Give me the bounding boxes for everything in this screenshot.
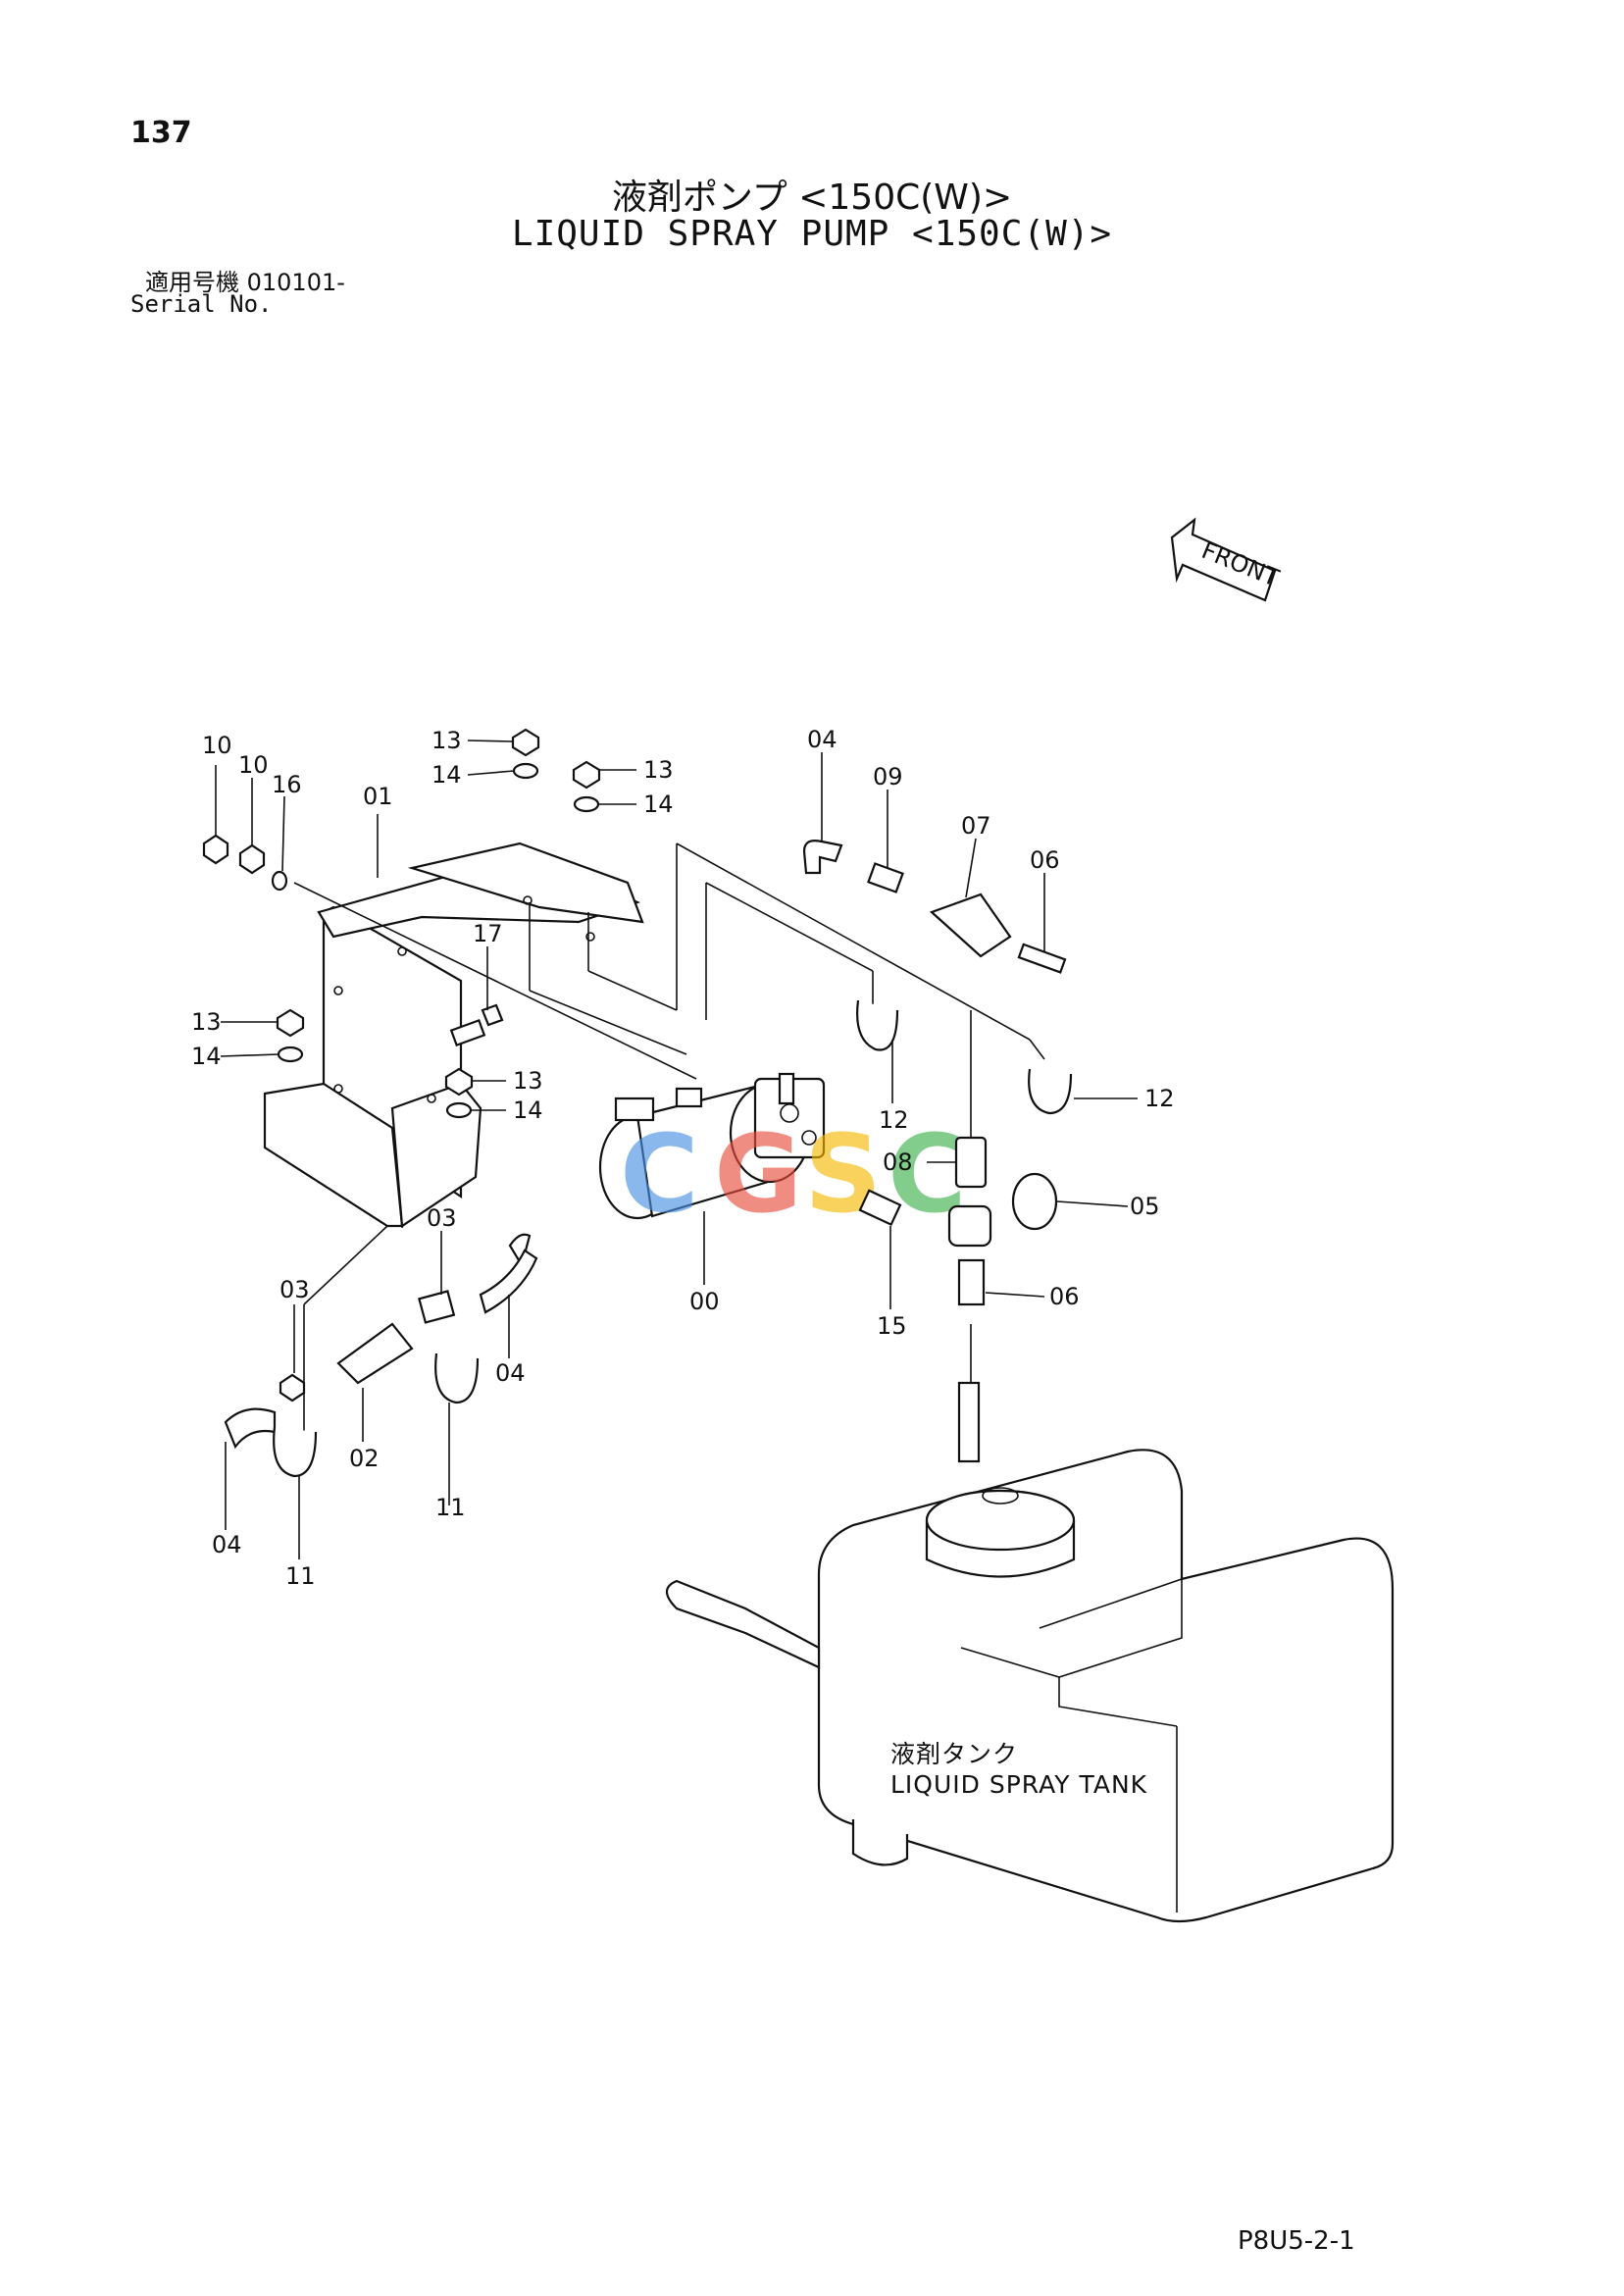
front-arrow-icon: FRONT <box>1170 517 1283 602</box>
watermark-logo: C G S C <box>620 1111 967 1237</box>
part-label-16: 16 <box>272 771 302 798</box>
page-number: 137 <box>130 116 192 150</box>
part-label-13: 13 <box>643 756 674 784</box>
part-label-11: 11 <box>435 1494 466 1521</box>
part-label-01: 01 <box>363 783 393 810</box>
serial-number-label-jp: 適用号機 010101- <box>145 269 345 296</box>
part-label-02: 02 <box>349 1445 380 1472</box>
part-label-09: 09 <box>873 763 903 791</box>
footer-code: P8U5-2-1 <box>1238 2226 1355 2256</box>
part-label-08: 08 <box>883 1148 913 1176</box>
part-label-12: 12 <box>879 1106 909 1134</box>
part-label-05: 05 <box>1130 1193 1160 1220</box>
part-label-04: 04 <box>495 1359 526 1387</box>
part-label-00: 00 <box>689 1288 720 1315</box>
title-english: LIQUID SPRAY PUMP <150C(W)> <box>511 214 1113 254</box>
svg-text:C: C <box>620 1111 699 1237</box>
part-label-12: 12 <box>1144 1085 1175 1112</box>
serial-number-label-en: Serial No. <box>130 290 273 318</box>
pump-motor <box>598 1072 826 1220</box>
liquid-spray-tank: 液剤タンク LIQUID SPRAY TANK <box>665 1381 1395 1923</box>
part-label-10: 10 <box>202 732 232 759</box>
part-label-13: 13 <box>191 1008 222 1036</box>
tank-label-en: LIQUID SPRAY TANK <box>890 1770 1147 1799</box>
hardware-parts <box>202 728 1073 1478</box>
svg-text:G: G <box>714 1111 802 1237</box>
mounting-bracket <box>263 842 1031 1229</box>
part-label-03: 03 <box>427 1204 457 1232</box>
leader-lines <box>215 740 1138 1559</box>
part-label-14: 14 <box>643 791 674 818</box>
part-label-17: 17 <box>473 920 503 947</box>
part-label-06: 06 <box>1030 846 1060 874</box>
part-label-13: 13 <box>431 727 462 754</box>
title-japanese: 液剤ポンプ <150C(W)> <box>611 178 1013 218</box>
tank-label-jp: 液剤タンク <box>890 1740 1018 1768</box>
part-label-07: 07 <box>961 812 991 840</box>
part-label-14: 14 <box>191 1043 222 1070</box>
part-label-14: 14 <box>431 761 462 789</box>
part-label-13: 13 <box>513 1067 543 1095</box>
svg-text:S: S <box>804 1111 882 1237</box>
part-label-04: 04 <box>807 726 837 753</box>
part-label-03: 03 <box>279 1276 310 1303</box>
part-label-11: 11 <box>285 1562 316 1590</box>
part-number-labels: 10 10 16 01 13 14 13 14 13 14 17 13 14 0… <box>191 726 1175 1590</box>
part-label-10: 10 <box>238 751 269 779</box>
part-label-06: 06 <box>1049 1283 1080 1310</box>
part-label-14: 14 <box>513 1097 543 1124</box>
part-label-04: 04 <box>212 1531 242 1558</box>
part-label-15: 15 <box>877 1312 907 1340</box>
hose-routing <box>303 1010 1045 1432</box>
